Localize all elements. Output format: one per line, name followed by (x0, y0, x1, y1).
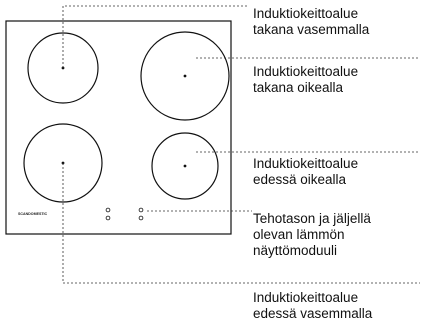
zone-front-right (151, 132, 219, 200)
zone-rear-right-center (183, 74, 187, 78)
zone-rear-right-ring (140, 31, 230, 121)
zone-front-left-ring (23, 123, 103, 203)
display-indicator-3 (138, 207, 144, 213)
zone-front-right-ring (151, 132, 219, 200)
label-rear-left: Induktiokeittoalue takana vasemmalla (253, 6, 370, 37)
brand-mark: SCANDOMESTIC (18, 212, 48, 216)
label-rear-right: Induktiokeittoalue takana oikealla (253, 64, 359, 95)
display-indicator-2 (105, 215, 111, 221)
display-module (105, 207, 144, 221)
cooktop-outline (5, 20, 232, 235)
leader-front-left (62, 163, 420, 284)
label-display-module: Tehotason ja jäljellä olevan lämmön näyt… (253, 211, 371, 258)
display-indicator-4 (138, 215, 144, 221)
leader-lines (62, 5, 420, 284)
zone-rear-right (140, 31, 230, 121)
zone-front-right-center (183, 164, 187, 168)
zone-rear-left-ring (27, 32, 99, 104)
display-indicator-1 (105, 207, 111, 213)
label-front-left: Induktiokeittoalue edessä vasemmalla (253, 290, 373, 321)
label-front-right: Induktiokeittoalue edessä oikealla (253, 156, 359, 187)
leader-rear-left (62, 5, 248, 68)
